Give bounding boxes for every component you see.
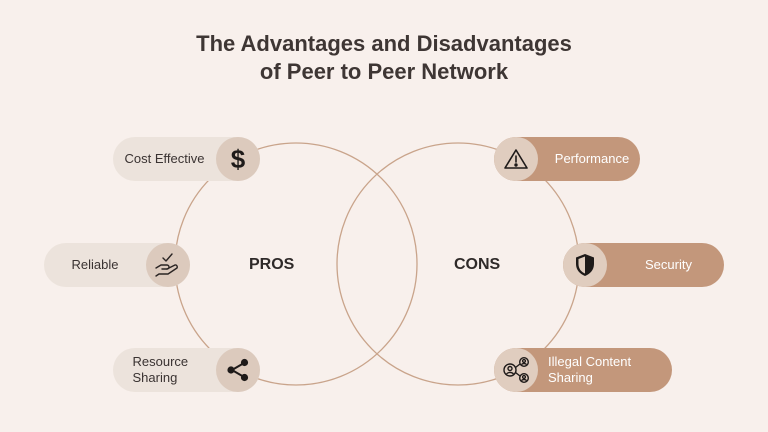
pro-item-label: Reliable: [71, 257, 119, 272]
con-item-illegal-content-sharing: Illegal Content Sharing: [494, 348, 672, 392]
shield-icon: [563, 243, 607, 287]
pro-item-resource-sharing: Resource Sharing: [113, 348, 260, 392]
pro-item-label: Cost Effective: [124, 151, 205, 166]
warning-icon: [494, 137, 538, 181]
hand-check-icon: [146, 243, 190, 287]
con-item-label: Illegal Content Sharing: [548, 354, 632, 385]
con-item-security: Security: [563, 243, 724, 287]
title-line-1: The Advantages and Disadvantages: [196, 31, 572, 56]
con-item-label: Performance: [554, 151, 630, 166]
pro-item-cost-effective: Cost Effective $: [113, 137, 260, 181]
dollar-icon: $: [216, 137, 260, 181]
pro-item-label: Resource Sharing: [132, 354, 189, 385]
users-network-icon: [494, 348, 538, 392]
con-item-performance: Performance: [494, 137, 640, 181]
title-line-2: of Peer to Peer Network: [259, 59, 509, 84]
diagram-title: The Advantages and Disadvantages of Peer…: [0, 30, 768, 86]
svg-text:$: $: [231, 144, 246, 174]
pro-item-reliable: Reliable: [44, 243, 190, 287]
pros-label: PROS: [249, 256, 295, 273]
cons-label: CONS: [454, 256, 501, 273]
share-icon: [216, 348, 260, 392]
con-item-label: Security: [645, 257, 692, 272]
